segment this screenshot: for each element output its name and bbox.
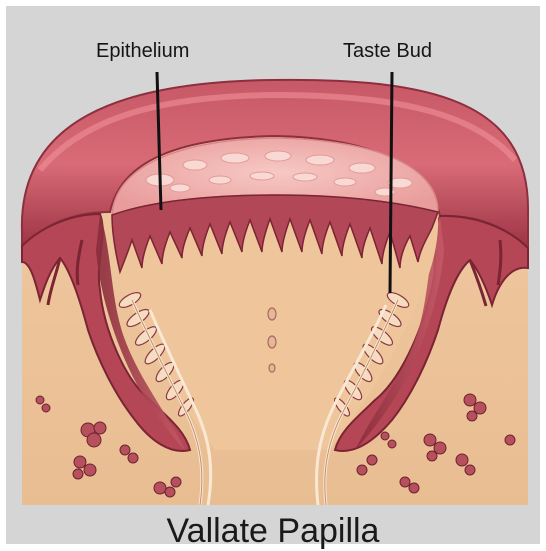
epithelium-label: Epithelium xyxy=(96,40,189,63)
taste-bud-leader-line xyxy=(390,72,392,293)
taste-bud-label: Taste Bud xyxy=(343,40,432,63)
diagram-title: Vallate Papilla xyxy=(0,512,546,551)
